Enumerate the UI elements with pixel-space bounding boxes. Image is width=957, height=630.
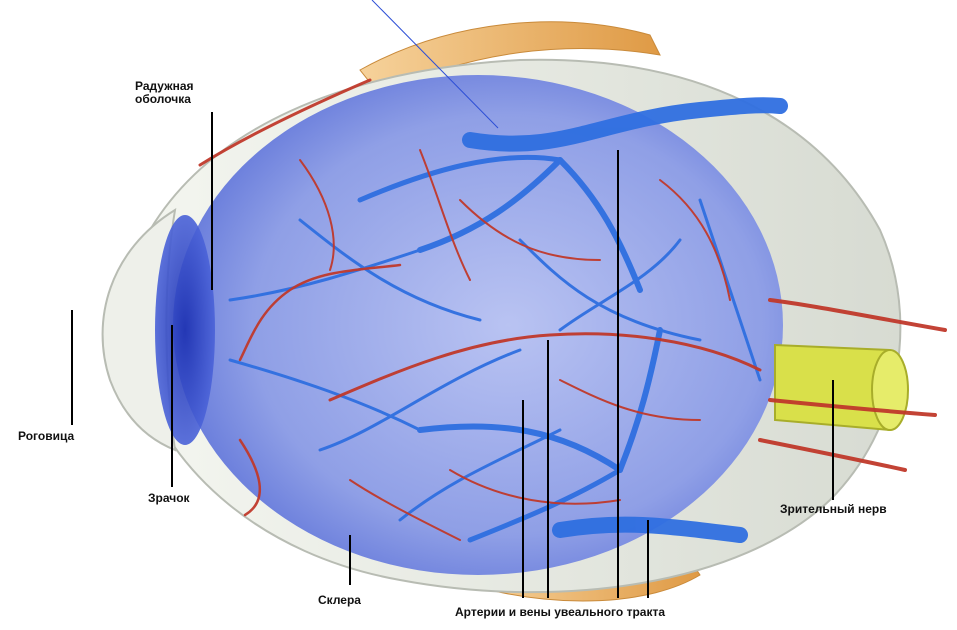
- uveal-vessels-label: Артерии и вены увеального тракта: [455, 606, 665, 619]
- iris: [155, 215, 215, 445]
- sclera-label: Склера: [318, 594, 361, 607]
- iris-label: Радужная оболочка: [135, 80, 245, 105]
- eyeball: [173, 75, 783, 575]
- optic-nerve-end: [872, 350, 908, 430]
- optic-nerve-label: Зрительный нерв: [780, 503, 887, 516]
- pupil-label: Зрачок: [148, 492, 190, 505]
- cornea-label: Роговица: [18, 430, 74, 443]
